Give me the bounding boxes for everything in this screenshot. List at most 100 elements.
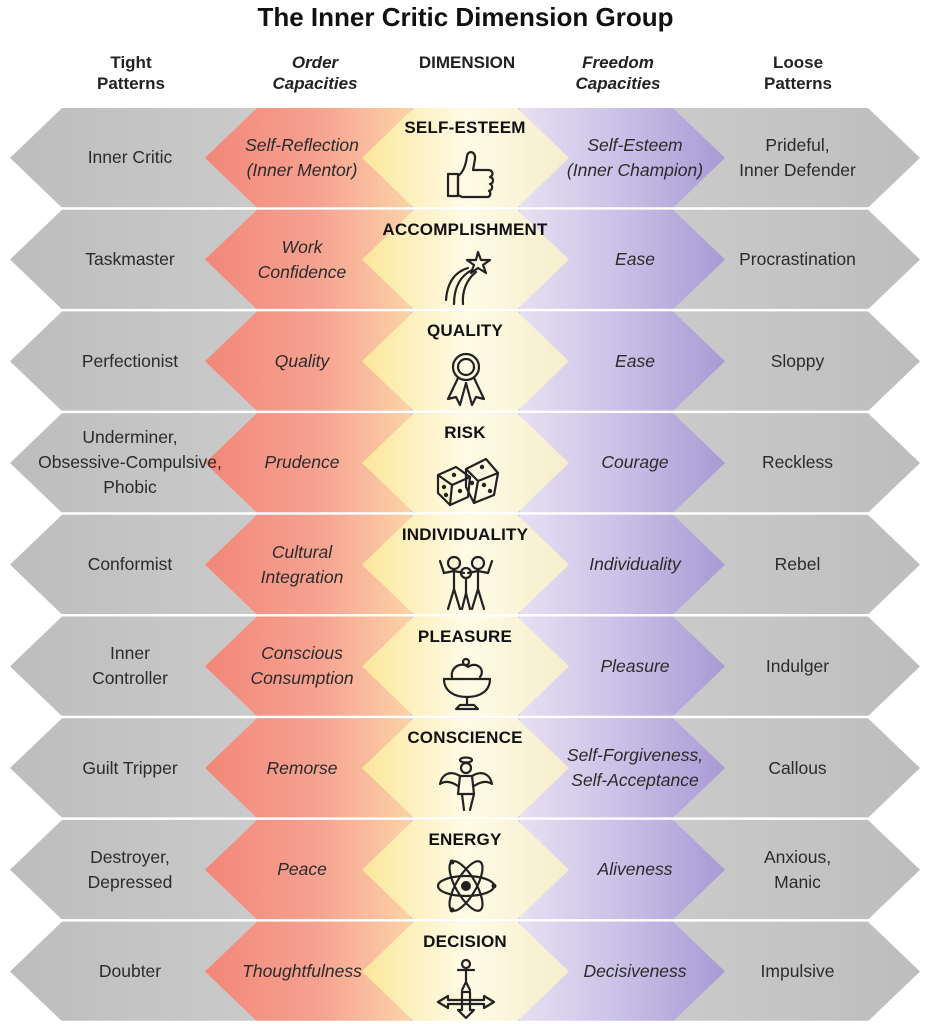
row-9-tight-cell: Doubter <box>10 922 250 1022</box>
row-7-order-cell: Remorse <box>212 718 392 818</box>
row-8-tight-cell: Destroyer,Depressed <box>10 820 250 920</box>
order-text-line: Cultural <box>271 541 333 562</box>
loose-text-line: Rebel <box>774 554 821 575</box>
angel-icon <box>438 756 494 812</box>
row-1-dimension-diamond <box>362 108 569 208</box>
row-8-loose-cell: Anxious,Manic <box>715 820 880 920</box>
award-ribbon-icon <box>446 353 486 407</box>
header-freedom-capacities: Freedom Capacities <box>548 52 688 94</box>
row-9-freedom-arrow <box>520 921 725 1022</box>
row-7-freedom-cell: Self-Forgiveness,Self-Acceptance <box>540 718 730 818</box>
loose-text-line: Anxious, <box>763 846 832 867</box>
row-1-order-cell: Self-Reflection (Inner Mentor) <box>212 108 392 208</box>
loose-text-line: Procrastination <box>739 249 856 270</box>
row-2-dimension-name: ACCOMPLISHMENT <box>382 219 548 239</box>
row-4-dimension-diamond <box>362 413 569 513</box>
row-6-freedom-arrow <box>520 616 725 717</box>
header-tight-line-2: Patterns <box>96 74 166 93</box>
row-9-loose-cell: Impulsive <box>715 922 880 1022</box>
order-text-line: (Inner Mentor) <box>246 159 358 180</box>
order-text-line: Thoughtfulness <box>242 960 362 981</box>
order-text-line: Conscious <box>261 643 343 664</box>
header-tight-patterns: Tight Patterns <box>61 52 201 94</box>
order-text-line: Quality <box>274 350 330 371</box>
row-1-loose-cell: Prideful,Inner Defender <box>715 108 880 208</box>
row-7-freedom-arrow <box>520 718 725 818</box>
loose-text-line: Impulsive <box>760 960 835 981</box>
header-order-capacities: Order Capacities <box>245 52 385 94</box>
row-4-order-arrow <box>205 413 410 513</box>
tight-text-line: Controller <box>92 668 168 689</box>
header-loose-line-2: Patterns <box>763 74 833 93</box>
tight-text-line: Doubter <box>98 960 162 981</box>
order-text-line: Remorse <box>266 757 338 778</box>
order-text-line: Consumption <box>250 668 354 689</box>
freedom-text-line: Self-Acceptance <box>571 770 699 791</box>
row-3-freedom-arrow <box>520 311 725 412</box>
order-text-line: Confidence <box>257 261 347 282</box>
freedom-text-line: Decisiveness <box>583 960 687 981</box>
row-5-tight-cell: Conformist <box>10 515 250 615</box>
row-1-freedom-arrow <box>520 108 725 208</box>
freedom-text-line: Pleasure <box>600 655 670 676</box>
freedom-text-line: Ease <box>615 249 655 270</box>
row-4-freedom-cell: Courage <box>540 413 730 513</box>
row-4-freedom-arrow <box>520 413 725 513</box>
tight-text-line: Inner Critic <box>87 147 173 168</box>
header-loose-patterns: Loose Patterns <box>728 52 868 94</box>
freedom-text-line: Aliveness <box>597 859 673 880</box>
row-4-tight-cell: Underminer,Obsessive-Compulsive,Phobic <box>10 413 250 513</box>
header-dimension: DIMENSION <box>418 53 516 72</box>
tight-text-line: Depressed <box>87 871 173 892</box>
loose-text-line: Reckless <box>762 452 833 473</box>
row-3-order-arrow <box>205 311 410 412</box>
order-text-line: Self-Reflection <box>245 134 359 155</box>
row-6-dimension-diamond <box>362 616 569 717</box>
row-4-order-cell: Prudence <box>212 413 392 513</box>
row-1-order-arrow <box>205 108 410 208</box>
row-3-loose-cell: Sloppy <box>715 311 880 411</box>
row-4-loose-cell: Reckless <box>715 413 880 513</box>
atom-icon <box>436 859 497 913</box>
row-6-loose-cell: Indulger <box>715 617 880 717</box>
row-4-dimension-name: RISK <box>444 423 486 443</box>
row-6-order-arrow <box>205 616 410 717</box>
row-9-dimension-name: DECISION <box>423 931 507 951</box>
diagram-title: The Inner Critic Dimension Group <box>257 2 674 32</box>
freedom-text-line: Ease <box>615 350 655 371</box>
tight-text-line: Inner <box>110 643 150 664</box>
shooting-star-icon <box>444 250 492 305</box>
row-9-freedom-cell: Decisiveness <box>540 922 730 1022</box>
row-5-loose-cell: Rebel <box>715 515 880 615</box>
thumbs-up-icon <box>446 151 495 199</box>
tight-text-line: Perfectionist <box>81 350 179 371</box>
order-text-line: Integration <box>260 566 344 587</box>
order-text-line: Peace <box>277 859 327 880</box>
tight-text-line: Obsessive-Compulsive, <box>38 452 222 473</box>
row-6-dimension-name: PLEASURE <box>417 626 513 646</box>
row-7-dimension-diamond <box>362 718 569 818</box>
header-order-line-1: Order <box>291 53 339 72</box>
order-text-line: Prudence <box>264 452 340 473</box>
row-7-dimension-name: CONSCIENCE <box>407 728 523 748</box>
header-freedom-line-1: Freedom <box>582 53 654 72</box>
row-3-dimension-name: QUALITY <box>426 321 503 341</box>
crossroads-icon <box>436 958 496 1019</box>
freedom-text-line: Courage <box>601 452 669 473</box>
header-freedom-line-2: Capacities <box>575 74 661 93</box>
row-1-tight-cell: Inner Critic <box>10 108 250 208</box>
loose-text-line: Sloppy <box>770 350 825 371</box>
row-8-freedom-cell: Aliveness <box>540 820 730 920</box>
row-7-order-arrow <box>205 718 410 818</box>
row-5-dimension-name: INDIVIDUALITY <box>401 524 529 544</box>
dice-icon <box>436 457 500 507</box>
row-2-dimension-diamond <box>362 209 569 310</box>
order-text-line: Work <box>281 236 323 257</box>
row-6-freedom-cell: Pleasure <box>540 617 730 717</box>
tight-text-line: Guilt Tripper <box>82 757 178 778</box>
row-2-order-arrow <box>205 209 410 310</box>
